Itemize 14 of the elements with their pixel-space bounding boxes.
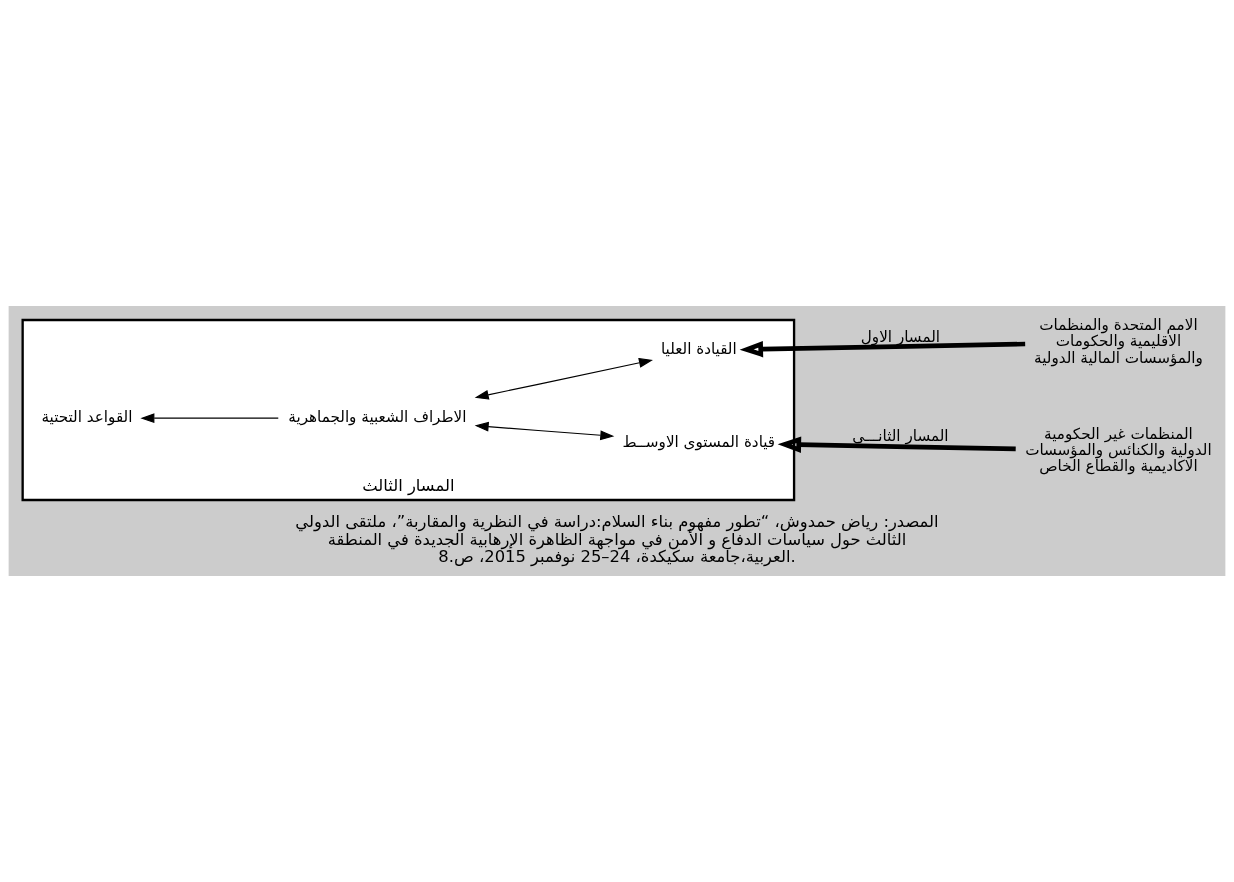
node-text: القيادة العليا [660, 340, 737, 359]
edge-label: المسار الاول [860, 327, 941, 346]
edge-label: المسار الثانـــي [852, 426, 949, 445]
node-text: المنظمات غير الحكومية الدولية والكنائس والمؤسسات الاكاديمية والقطاع الخاص [1025, 424, 1212, 476]
arrow [474, 421, 615, 441]
node-text: القواعد التحتية [41, 408, 133, 427]
node-text: الامم المتحدة والمنظمات الاقليمية والحكومات والمؤسسات المالية الدولية [1034, 315, 1203, 367]
arrow [474, 358, 653, 400]
arrow [777, 436, 1016, 453]
node-text: الاطراف الشعبية والجماهرية [288, 408, 467, 427]
arrow [140, 413, 279, 424]
arrow [739, 340, 1026, 358]
node-text: قيادة المستوى الاوســط [622, 432, 776, 451]
caption: المصدر: رياض حمدوش، “تطور مفهوم بناء السلام:دراسة في النظرية والمقاربة”، ملتقى الدولي الثالث حول سياسات الدفاع و الأمن في مواجهة الظاهرة الإرهابية الجديدة في المنطقة العربية،جامعة سكيكدة، 24–25 نوفمبر 2015، ص.8. [295, 512, 939, 567]
